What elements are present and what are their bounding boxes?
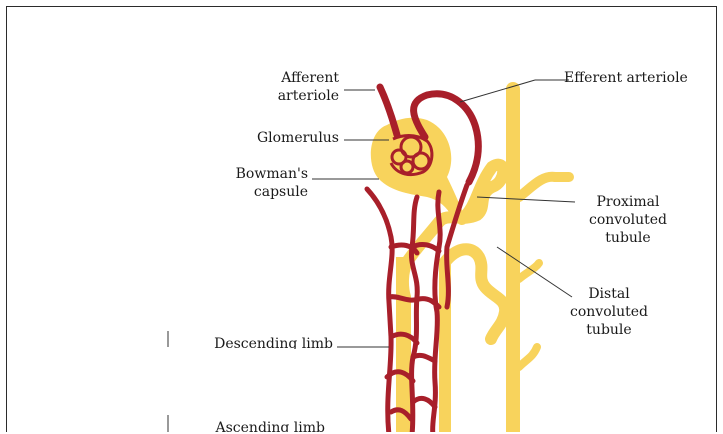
label-distal-line2: convoluted [553, 303, 665, 321]
label-proximal-line3: tubule [572, 229, 684, 247]
collecting-duct-branch-upper [519, 177, 569, 197]
bowmans-capsule-shape [371, 118, 465, 223]
label-distal-line1: Distal [553, 285, 665, 303]
label-distal-tubule: Distal convoluted tubule [553, 285, 665, 339]
label-proximal-line1: Proximal [572, 193, 684, 211]
collecting-duct-branch-bottom [519, 347, 537, 367]
label-proximal-line2: convoluted [572, 211, 684, 229]
label-efferent-arteriole: Efferent arteriole [564, 69, 688, 87]
label-distal-line3: tubule [553, 321, 665, 339]
label-afferent-arteriole: Afferent arteriole [239, 69, 339, 105]
diagram-frame: Afferent arteriole Glomerulus Bowman's c… [6, 6, 717, 432]
distal-tubule [445, 249, 505, 339]
collecting-duct-branch-lower [519, 263, 539, 279]
label-bowmans-capsule: Bowman's capsule [222, 165, 308, 201]
label-glomerulus: Glomerulus [227, 129, 339, 147]
label-bowman-line2: capsule [222, 183, 308, 201]
label-ascending-limb: Ascending limb [183, 419, 325, 432]
label-proximal-tubule: Proximal convoluted tubule [572, 193, 684, 247]
label-descending-limb: Descending limb [183, 335, 333, 349]
label-afferent-line2: arteriole [239, 87, 339, 105]
label-afferent-line1: Afferent [239, 69, 339, 87]
label-bowman-line1: Bowman's [222, 165, 308, 183]
